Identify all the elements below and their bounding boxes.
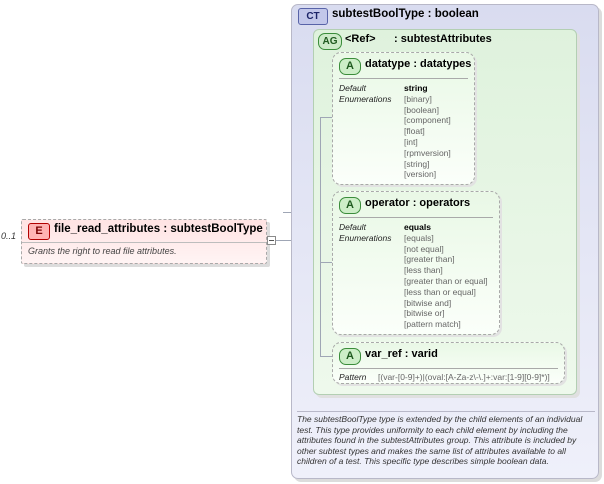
enum-value: [rpmversion]	[404, 147, 451, 158]
attribute-type: varid	[411, 348, 438, 360]
complex-type-base: boolean	[434, 8, 479, 20]
connector-line	[276, 240, 291, 241]
attribute-separator: :	[412, 197, 417, 209]
attribute-title: var_ref : varid	[365, 348, 438, 360]
enum-value: [greater than]	[404, 254, 455, 265]
default-value: string	[404, 83, 428, 93]
expand-toggle-icon[interactable]	[267, 236, 276, 245]
attribute-badge: A	[339, 348, 361, 365]
attribute-name: var_ref	[365, 348, 402, 360]
attribute-header: A datatype : datatypes	[339, 53, 471, 79]
element-separator: :	[163, 223, 168, 235]
enum-value: [binary]	[404, 93, 432, 104]
facet-values: string [binary] [boolean] [component] [f…	[404, 83, 451, 180]
complex-type-title: subtestBoolType : boolean	[332, 8, 479, 20]
enum-value: [boolean]	[404, 104, 439, 115]
attribute-type: datatypes	[420, 58, 472, 70]
enum-value: [equals]	[404, 232, 434, 243]
attribute-title: operator : operators	[365, 197, 470, 209]
complex-type-separator: :	[427, 8, 432, 20]
facet-values: equals [equals] [not equal] [greater tha…	[404, 222, 488, 330]
complex-type-documentation: The subtestBoolType type is extended by …	[297, 411, 595, 467]
enumerations-label: Enumerations	[339, 93, 392, 104]
attribute-title: datatype : datatypes	[365, 58, 471, 70]
tree-line	[320, 356, 332, 357]
element-badge: E	[28, 223, 50, 240]
complex-type-badge: CT	[298, 8, 328, 25]
enum-value: [bitwise and]	[404, 297, 452, 308]
element-name: file_read_attributes	[54, 223, 161, 235]
enum-value: [less than]	[404, 265, 443, 276]
attribute-group-name: subtestAttributes	[400, 33, 492, 45]
attribute-datatype[interactable]: A datatype : datatypes Default Enumerati…	[332, 52, 475, 185]
attribute-header: A var_ref : varid	[339, 343, 558, 369]
element-title: file_read_attributes : subtestBoolType	[54, 223, 263, 235]
pattern-label: Pattern	[339, 372, 367, 382]
attribute-operator[interactable]: A operator : operators Default Enumerati…	[332, 191, 500, 335]
enum-value: [pattern match]	[404, 319, 461, 330]
enum-value: [less than or equal]	[404, 286, 476, 297]
facet-labels: Default Enumerations	[339, 222, 391, 243]
facet-labels: Default Enumerations	[339, 83, 391, 104]
enum-value: [greater than or equal]	[404, 275, 488, 286]
attribute-name: operator	[365, 197, 410, 209]
attribute-header: A operator : operators	[339, 192, 493, 218]
attribute-group-title: : subtestAttributes	[394, 33, 492, 45]
element-file-read-attributes[interactable]: E file_read_attributes : subtestBoolType…	[21, 219, 267, 264]
complex-type-name: subtestBoolType	[332, 8, 425, 20]
enum-value: [not equal]	[404, 243, 444, 254]
attribute-group-separator: :	[394, 33, 398, 45]
attribute-group-badge: AG	[318, 33, 342, 50]
attribute-badge: A	[339, 197, 361, 214]
element-header: E file_read_attributes : subtestBoolType	[22, 220, 266, 243]
attribute-separator: :	[404, 348, 409, 360]
default-value: equals	[404, 222, 431, 232]
element-type: subtestBoolType	[170, 223, 263, 235]
enum-value: [int]	[404, 136, 418, 147]
enum-value: [bitwise or]	[404, 308, 445, 319]
enumerations-label: Enumerations	[339, 232, 392, 243]
attribute-group-ref: <Ref>	[345, 33, 376, 45]
pattern-value: [(var-[0-9]+)|(oval:[A-Za-z\-\.]+:var:[1…	[378, 372, 550, 382]
enum-value: [string]	[404, 158, 430, 169]
element-documentation: Grants the right to read file attributes…	[28, 246, 177, 256]
element-occurrence: 0..1	[1, 231, 17, 241]
attribute-separator: :	[413, 58, 417, 70]
attribute-name: datatype	[365, 58, 411, 70]
attribute-var-ref[interactable]: A var_ref : varid Pattern [(var-[0-9]+)|…	[332, 342, 565, 384]
tree-line	[320, 262, 332, 263]
default-label: Default	[339, 222, 366, 232]
default-label: Default	[339, 83, 366, 93]
enum-value: [component]	[404, 115, 451, 126]
tree-line	[320, 117, 321, 356]
enum-value: [version]	[404, 169, 437, 180]
attribute-type: operators	[419, 197, 471, 209]
enum-value: [float]	[404, 126, 425, 137]
attribute-badge: A	[339, 58, 361, 75]
tree-line	[320, 117, 332, 118]
